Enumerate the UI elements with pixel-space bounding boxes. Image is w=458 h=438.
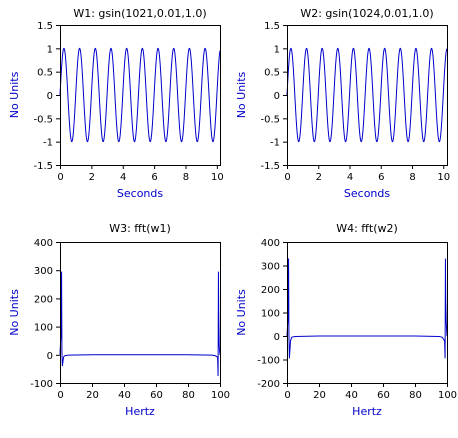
panel-title: W1: gsin(1021,0.01,1.0) [73, 7, 206, 20]
plot-area [59, 25, 221, 166]
y-tick-label: 1.5 [37, 21, 53, 32]
x-tick-label: 10 [211, 172, 224, 183]
x-tick-label: 100 [438, 390, 457, 401]
x-tick-label: 40 [118, 390, 131, 401]
y-tick-label: -1.5 [33, 161, 53, 172]
x-tick-label: 60 [150, 390, 163, 401]
plot-area [286, 242, 448, 384]
x-tick-label: 0 [284, 390, 290, 401]
series-line [286, 258, 448, 359]
x-tick-label: 10 [437, 172, 450, 183]
y-tick-label: 1 [47, 44, 53, 55]
y-axis-label: No Units [235, 289, 248, 336]
panel-w4: W4: fft(w2) 0 20 40 60 80 100 -200 -100 0 100 200… [235, 222, 457, 418]
y-axis-label: No Units [235, 71, 248, 118]
x-axis-label: Hertz [352, 405, 382, 418]
plot-area [286, 25, 448, 166]
x-tick-label: 6 [151, 172, 157, 183]
x-tick-label: 4 [120, 172, 126, 183]
x-tick-label: 2 [316, 172, 322, 183]
y-tick-label: -1.5 [260, 161, 280, 172]
x-tick-label: 80 [182, 390, 195, 401]
y-tick-label: 0 [47, 351, 53, 362]
x-axis: 0 2 4 6 8 10 [57, 165, 224, 183]
x-axis: 0 2 4 6 8 10 [284, 165, 450, 183]
x-tick-label: 0 [57, 172, 63, 183]
y-tick-label: 300 [34, 266, 53, 277]
y-tick-label: 200 [34, 294, 53, 305]
x-tick-label: 100 [211, 390, 230, 401]
x-tick-label: 20 [313, 390, 326, 401]
plot-frame [60, 242, 221, 384]
plot-area [59, 242, 221, 384]
y-tick-label: 0 [274, 91, 280, 102]
series-line [286, 47, 448, 143]
panel-w3: W3: fft(w1) 0 20 40 60 80 100 -100 0 100 200 300 4… [8, 222, 230, 418]
series-line [59, 271, 221, 376]
panel-title: W3: fft(w1) [109, 222, 171, 235]
x-tick-label: 20 [86, 390, 99, 401]
y-tick-label: 0 [274, 332, 280, 343]
y-axis-label: No Units [8, 289, 21, 336]
x-axis-label: Seconds [117, 187, 163, 200]
x-tick-label: 8 [183, 172, 189, 183]
y-tick-label: -100 [30, 379, 53, 390]
y-tick-label: 100 [34, 323, 53, 334]
y-axis: -200 -100 0 100 200 300 400 [257, 238, 287, 390]
y-tick-label: 100 [261, 309, 280, 320]
x-tick-label: 0 [57, 390, 63, 401]
y-tick-label: 400 [34, 238, 53, 249]
series-line [59, 47, 221, 143]
x-axis-label: Seconds [344, 187, 390, 200]
x-tick-label: 4 [347, 172, 353, 183]
x-axis-label: Hertz [125, 405, 155, 418]
plot-frame [60, 25, 221, 166]
x-tick-label: 0 [284, 172, 290, 183]
panel-title: W2: gsin(1024,0.01,1.0) [300, 7, 433, 20]
y-tick-label: -0.5 [260, 114, 280, 125]
y-tick-label: 300 [261, 262, 280, 273]
x-axis: 0 20 40 60 80 100 [284, 383, 457, 401]
y-tick-label: -0.5 [33, 114, 53, 125]
y-axis: -1.5 -1 -0.5 0 0.5 1 1.5 [33, 21, 60, 172]
y-axis-label: No Units [8, 71, 21, 118]
y-tick-label: 0.5 [37, 68, 53, 79]
y-tick-label: -100 [257, 356, 280, 367]
y-tick-label: 400 [261, 238, 280, 249]
y-tick-label: 200 [261, 285, 280, 296]
x-tick-label: 80 [409, 390, 422, 401]
y-axis: -1.5 -1 -0.5 0 0.5 1 1.5 [260, 21, 287, 172]
y-tick-label: 0 [47, 91, 53, 102]
y-axis: -100 0 100 200 300 400 [30, 238, 60, 390]
y-tick-label: -1 [270, 138, 280, 149]
y-tick-label: 1 [274, 44, 280, 55]
plot-frame [287, 25, 448, 166]
x-axis: 0 20 40 60 80 100 [57, 383, 230, 401]
y-tick-label: -200 [257, 379, 280, 390]
y-tick-label: -1 [43, 138, 53, 149]
x-tick-label: 8 [409, 172, 415, 183]
x-tick-label: 60 [377, 390, 390, 401]
panel-title: W4: fft(w2) [336, 222, 398, 235]
x-tick-label: 40 [345, 390, 358, 401]
plot-frame [287, 242, 448, 384]
x-tick-label: 2 [89, 172, 95, 183]
y-tick-label: 1.5 [264, 21, 280, 32]
x-tick-label: 6 [378, 172, 384, 183]
y-tick-label: 0.5 [264, 68, 280, 79]
